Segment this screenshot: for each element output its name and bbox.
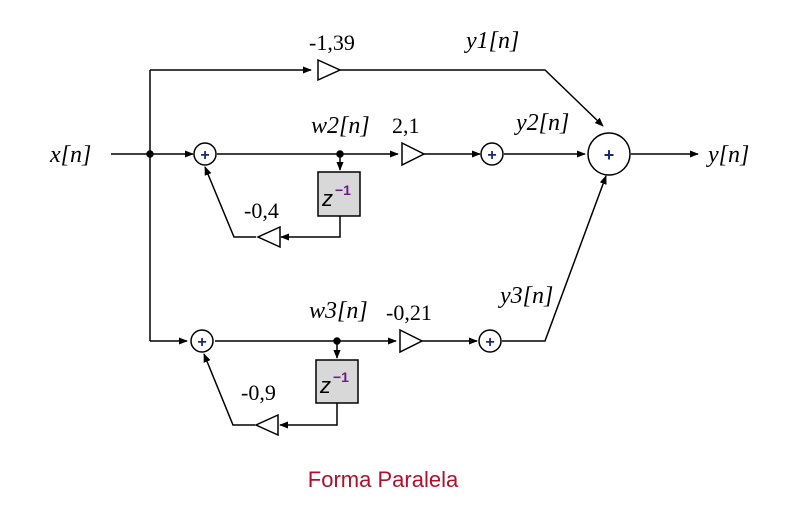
branch3-gain-triangle bbox=[399, 328, 424, 354]
branch3-gain-label: -0,21 bbox=[386, 300, 432, 325]
adder-plus-sign: + bbox=[200, 147, 209, 164]
branch3-feedback-gain-triangle bbox=[254, 413, 279, 437]
adder-plus-sign: + bbox=[485, 334, 494, 351]
branch2-state-label: w2[n] bbox=[311, 113, 370, 139]
branch2-output-adder bbox=[480, 142, 504, 166]
branch2-output-label: y2[n] bbox=[514, 110, 569, 136]
branch3-feedback-adder bbox=[190, 329, 214, 353]
branch2-delay-block: z −1 bbox=[317, 171, 361, 217]
diagram-caption: Forma Paralela bbox=[308, 467, 459, 492]
branch1-gain-label: -1,39 bbox=[309, 30, 355, 55]
branch2-gain-triangle bbox=[401, 141, 426, 167]
branch1-gain-triangle bbox=[317, 58, 342, 82]
branch2-feedback-gain-label: -0,4 bbox=[244, 198, 279, 223]
delay-exponent: −1 bbox=[333, 369, 349, 385]
branch2-delay-out bbox=[280, 216, 341, 241]
branch3-feedback-line bbox=[203, 353, 255, 426]
branch2-feedback-line bbox=[204, 166, 256, 238]
branch2-gain-label: 2,1 bbox=[392, 113, 420, 138]
branch1-to-output-adder bbox=[339, 69, 604, 127]
delay-z: z bbox=[321, 186, 333, 211]
branch3-to-output-adder bbox=[502, 175, 607, 342]
adder-plus-sign: + bbox=[604, 145, 615, 165]
branch2-feedback-adder bbox=[193, 142, 217, 166]
input-junction-dot bbox=[146, 150, 154, 158]
output-label: y[n] bbox=[706, 142, 749, 168]
branch3-output-label: y3[n] bbox=[498, 283, 553, 309]
delay-exponent: −1 bbox=[335, 182, 351, 198]
adder-plus-sign: + bbox=[197, 334, 206, 351]
delay-z: z bbox=[319, 373, 331, 398]
adder-plus-sign: + bbox=[487, 147, 496, 164]
branch2-feedback-gain-triangle bbox=[256, 225, 281, 249]
branch3-feedback-gain-label: -0,9 bbox=[241, 380, 276, 405]
branch3-delay-out bbox=[279, 403, 338, 429]
branch3-junction-dot bbox=[333, 337, 341, 345]
output-adder bbox=[587, 132, 631, 176]
input-label: x[n] bbox=[49, 142, 91, 168]
branch3-delay-block: z −1 bbox=[315, 359, 359, 404]
branch1-output-label: y1[n] bbox=[464, 28, 519, 54]
branch3-output-adder bbox=[478, 329, 502, 353]
branch3-state-label: w3[n] bbox=[309, 298, 368, 324]
branch2-junction-dot bbox=[336, 150, 344, 158]
